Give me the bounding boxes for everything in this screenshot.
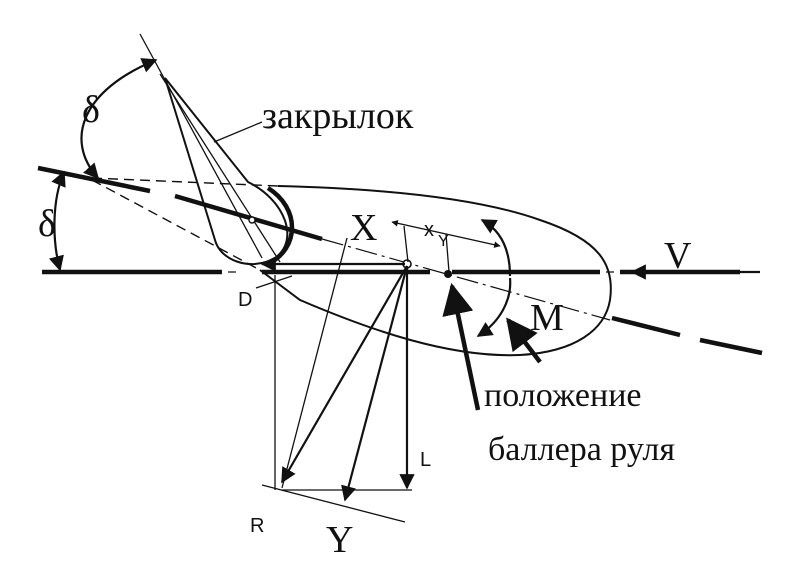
- flap-leader: [213, 121, 263, 143]
- drag-label: D: [238, 289, 252, 311]
- stock-label-line1: положение: [484, 377, 641, 414]
- y-base-line: [261, 484, 406, 523]
- x-offset-sub: Y: [438, 233, 449, 250]
- r-parallel-line: [281, 237, 348, 489]
- moment-arc-upper: [480, 219, 512, 277]
- rudder-foil-outline: [259, 185, 612, 357]
- velocity-label: V: [664, 235, 692, 277]
- y-force-arrow: [341, 265, 409, 502]
- chord-line: [37, 165, 323, 242]
- chord-line-thin: [321, 238, 611, 321]
- xy-tick-right: [445, 233, 450, 273]
- moment-label: M: [530, 297, 564, 339]
- moment-pointer: [506, 317, 542, 364]
- stock-label-line2: баллера руля: [488, 431, 675, 468]
- resultant-arrow-r: [281, 265, 408, 484]
- y-force-label: Y: [326, 519, 353, 561]
- flap-axis-line: [139, 33, 263, 259]
- delta-arc-left: [48, 170, 66, 272]
- delta-arc-top: [80, 58, 158, 180]
- resultant-label: R: [250, 515, 264, 537]
- moment-arc-lower: [476, 277, 512, 337]
- drag-leader: [255, 275, 293, 289]
- chord-line-right: [611, 315, 763, 356]
- delta-label-left: δ: [38, 203, 56, 245]
- xy-tick-left: [403, 225, 409, 263]
- stock-position-point: [444, 270, 452, 278]
- x-force-label: X: [350, 207, 377, 249]
- flap-label: закрылок: [262, 95, 414, 137]
- foil-dashed-lower: [91, 179, 261, 271]
- lift-label: L: [420, 449, 431, 471]
- x-offset-label: x: [424, 219, 434, 241]
- flap-hinge-point: [248, 216, 256, 224]
- flap-centerline: [159, 73, 281, 263]
- stock-pointer-arrow: [442, 282, 481, 411]
- delta-label-top: δ: [82, 89, 100, 131]
